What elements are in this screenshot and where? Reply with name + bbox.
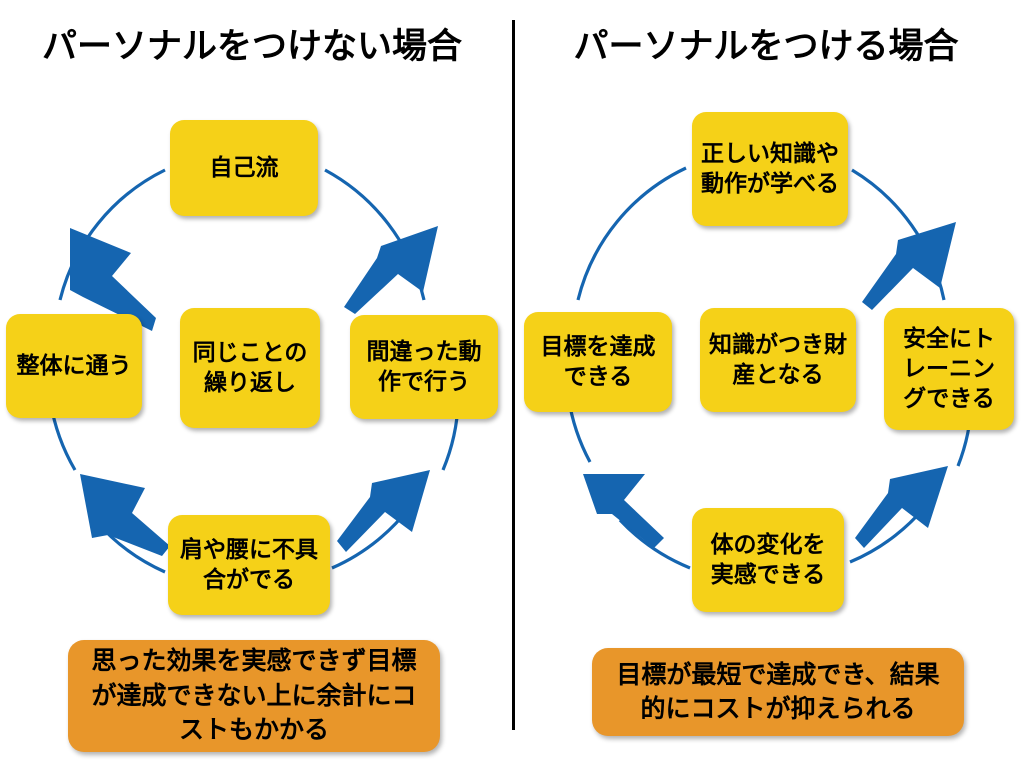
left-cycle-center[interactable]: 同じことの繰り返し xyxy=(180,308,320,428)
right-cycle-node-left[interactable]: 目標を達成できる xyxy=(524,312,672,412)
right-cycle-node-bottom[interactable]: 体の変化を実感できる xyxy=(692,508,844,612)
right-cycle-node-top[interactable]: 正しい知識や動作が学べる xyxy=(692,112,848,226)
page-title-left: パーソナルをつけない場合 xyxy=(41,27,462,66)
right-summary-box[interactable]: 目標が最短で達成でき、結果的にコストが抑えられる xyxy=(592,648,964,736)
page-title-right: パーソナルをつける場合 xyxy=(573,27,959,66)
arrow-head-right-top-right xyxy=(862,222,956,310)
left-summary-box[interactable]: 思った効果を実感できず目標が達成できない上に余計にコストもかかる xyxy=(68,640,440,752)
arrow-head-bottom-right xyxy=(337,470,430,552)
panel-divider xyxy=(512,20,515,730)
right-cycle-center[interactable]: 知識がつき財産となる xyxy=(700,308,856,412)
arrow-head-top-right xyxy=(344,226,438,314)
arrow-head-right-bottom-right xyxy=(855,466,948,548)
arrow-head-bottom-left xyxy=(80,474,170,556)
left-cycle-node-right[interactable]: 間違った動作で行う xyxy=(350,315,498,419)
arrow-head-right-bottom-left xyxy=(583,474,664,548)
left-cycle-node-top[interactable]: 自己流 xyxy=(170,120,318,216)
right-cycle-node-right[interactable]: 安全にトレーニングできる xyxy=(884,308,1014,430)
left-cycle-node-left[interactable]: 整体に通う xyxy=(6,314,142,418)
left-cycle-node-bottom[interactable]: 肩や腰に不具合がでる xyxy=(168,515,330,615)
